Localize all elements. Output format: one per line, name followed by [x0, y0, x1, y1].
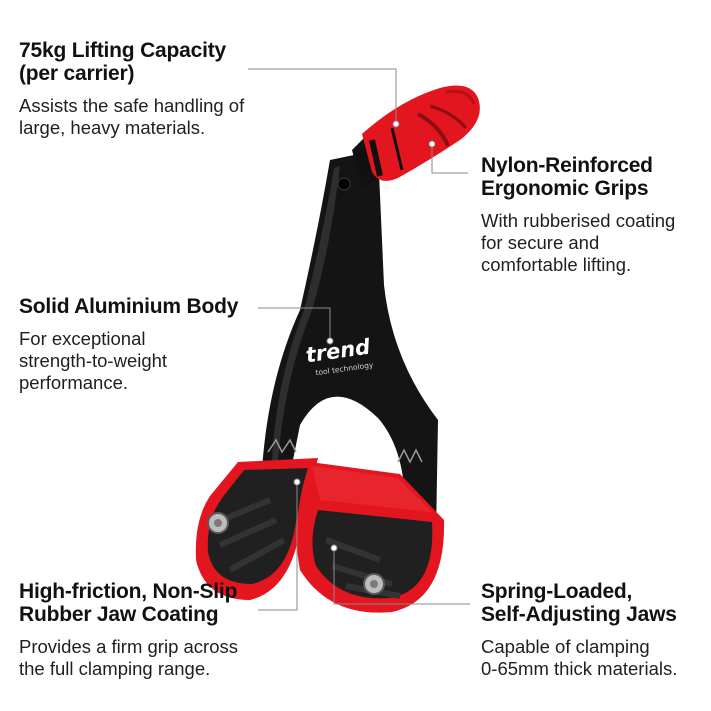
- callout-title: High-friction, Non-Slip Rubber Jaw Coati…: [19, 580, 238, 626]
- callout-title: 75kg Lifting Capacity (per carrier): [19, 39, 227, 85]
- callout-ergonomic-grips: Nylon-Reinforced Ergonomic Grips With ru…: [481, 154, 675, 276]
- leader-dot: [428, 140, 436, 148]
- leader-line: [258, 307, 331, 341]
- leader-line: [248, 68, 397, 124]
- callout-text: Assists the safe handling of large, heav…: [19, 95, 245, 138]
- leader-dot: [330, 544, 338, 552]
- leader-dot: [326, 337, 334, 345]
- leader-dot: [293, 478, 301, 486]
- leader-dot: [392, 120, 400, 128]
- callout-title: Spring-Loaded, Self-Adjusting Jaws: [481, 580, 677, 626]
- callout-text: Capable of clamping 0-65mm thick materia…: [481, 636, 678, 679]
- callout-self-adjusting-jaws: Spring-Loaded, Self-Adjusting Jaws Capab…: [481, 580, 677, 680]
- callout-text: For exceptional strength-to-weight perfo…: [19, 328, 168, 393]
- callout-aluminium-body: Solid Aluminium Body For exceptional str…: [19, 295, 238, 394]
- callout-text: With rubberised coating for secure and c…: [481, 210, 676, 275]
- leader-line: [333, 548, 470, 605]
- leader-line: [431, 144, 468, 174]
- left-jaw: [195, 458, 318, 600]
- callout-title: Nylon-Reinforced Ergonomic Grips: [481, 154, 653, 200]
- callout-text: Provides a firm grip across the full cla…: [19, 636, 238, 679]
- ergonomic-grip: [352, 85, 480, 188]
- spring: [397, 448, 423, 464]
- leader-line: [258, 482, 298, 611]
- callout-rubber-jaw-coating: High-friction, Non-Slip Rubber Jaw Coati…: [19, 580, 238, 680]
- aluminium-body: [262, 150, 438, 535]
- callout-title: Solid Aluminium Body: [19, 295, 239, 318]
- spring: [267, 438, 297, 454]
- callout-lifting-capacity: 75kg Lifting Capacity (per carrier) Assi…: [19, 39, 244, 139]
